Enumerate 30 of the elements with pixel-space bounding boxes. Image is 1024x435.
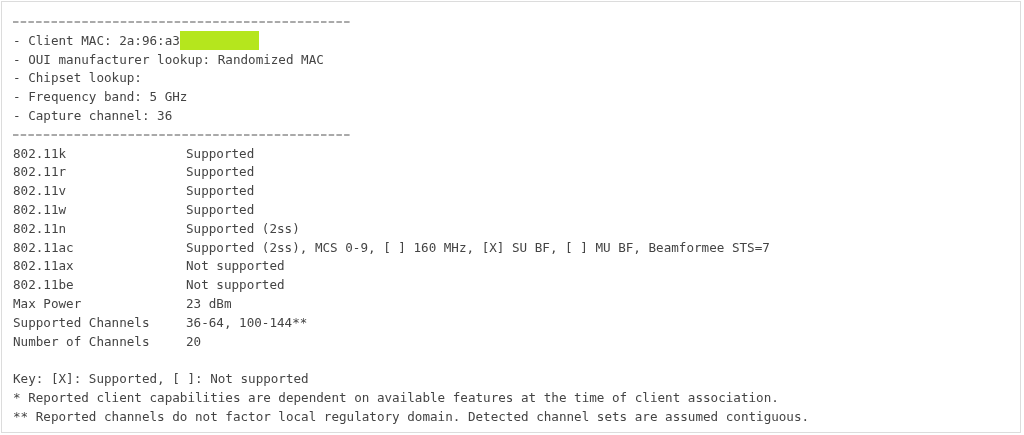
info-line: - Frequency band: 5 GHz (13, 89, 188, 105)
table-cell: Supported (186, 164, 255, 180)
table-cell: 36-64, 100-144** (186, 314, 308, 330)
table-cell: 802.11k (13, 145, 67, 161)
table-cell: Supported (186, 183, 255, 199)
table-cell: Supported Channels (13, 314, 150, 330)
table-cell: 802.11ax (13, 258, 74, 274)
table-cell: 802.11w (13, 202, 67, 217)
table-cell: 802.11n (13, 220, 67, 236)
table-cell: 802.11ac (13, 239, 74, 255)
table-cell: 23 dBm (186, 296, 232, 311)
info-line: - Client MAC: 2a:96:a3 (13, 32, 180, 48)
table-cell: Not supported (186, 258, 285, 274)
table-cell: Supported (186, 145, 255, 161)
table-cell: Number of Channels (13, 333, 150, 349)
table-cell: 802.11r (13, 164, 67, 180)
table-cell: 802.11be (13, 277, 74, 293)
table-cell: Supported (2ss), MCS 0-9, [ ] 160 MHz, [X] SU BF, [ ] MU BF, Beamformee STS=7 (186, 239, 770, 255)
table-cell: Max Power (13, 296, 82, 311)
info-line: - OUI manufacturer lookup: Randomized MAC (13, 51, 324, 67)
table-cell: Not supported (186, 277, 285, 293)
table-cell: Supported (186, 202, 255, 217)
table-cell: 20 (186, 333, 202, 349)
table-cell: 802.11v (13, 183, 67, 199)
note-line: ** Reported channels do not factor local regulatory domain. Detected channel sets are assumed contiguous. (13, 408, 810, 424)
note-line: * Reported client capabilities are dependent on available features at the time of client association. (13, 390, 779, 405)
info-line: - Capture channel: 36 (13, 108, 173, 123)
note-line: Key: [X]: Supported, [ ]: Not supported (13, 371, 309, 387)
table-cell: Supported (2ss) (186, 220, 300, 236)
info-line: - Chipset lookup: (13, 70, 142, 86)
